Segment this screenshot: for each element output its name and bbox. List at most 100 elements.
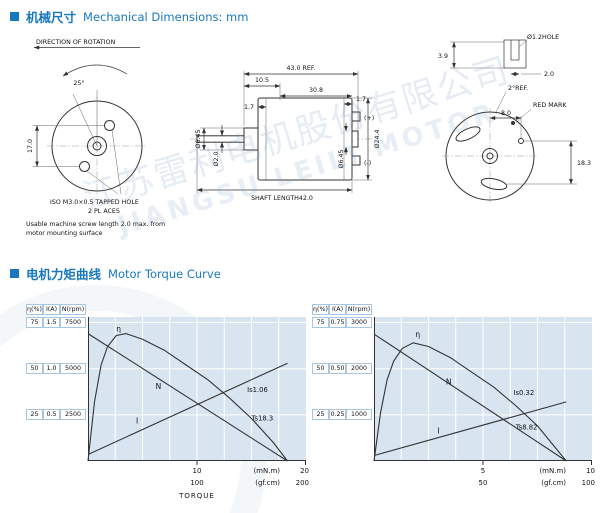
rear-view-drawing: Ø1.2HOLE 3.9 2.0 2°REF. RED MARK 8.0 [438,33,591,204]
y-tick-row: 75 0.75 3000 [312,317,372,328]
torque-chart-right: η(%) I(A) N(rpm) 75 0.75 3000 50 0.50 20… [312,299,595,507]
screw-length-note-line2: motor mounting surface [26,230,102,237]
x-ticks-mnm: 10 (mN.m) 20 [88,467,309,477]
x-unit-mnm: (mN.m) [253,467,280,475]
body-dia-dim: Ø24.4 [373,130,381,149]
y-axis-header-row: η(%) I(A) N(rpm) [26,304,86,315]
pigtail-hole-dim: Ø1.2HOLE [527,33,559,41]
tapped-hole-places-note: 2 PL ACES [88,208,120,215]
terminal-plus-label: (+) [364,115,374,122]
x-tick-mid: 100 [190,479,204,487]
shaft-length-dim: SHAFT LENGTH42.0 [251,195,313,202]
mechanical-title-cn: 机械尺寸 [26,10,77,25]
y-tick: 25 [312,409,329,420]
lip-right-dim: 1.7 [356,96,366,103]
torque-title-en: Motor Torque Curve [108,266,221,281]
x-ticks-mnm: 5 (mN.m) 10 [374,467,595,477]
terminal-minus-label: (-) [364,160,371,167]
mark-height-dim: 18.3 [577,160,591,167]
y-axis-header-eta: η(%) [26,304,43,315]
shaft-dia-dim: Ø2.0 [212,152,220,167]
mechanical-drawings: DIRECTION OF ROTATION 25° 17.0 ISO M3.0×… [26,33,591,237]
y-tick: 5000 [60,363,86,374]
section-bullet-icon [10,12,19,21]
total-length-dim: 43.0 REF. [287,65,316,72]
svg-text:η: η [415,330,420,339]
x-axis-title: TORQUE [179,492,215,500]
x-unit-gfcm: (gf.cm) [541,479,566,487]
y-tick: 25 [26,409,43,420]
x-tick-mid: 5 [480,467,486,475]
y-axis-header-row: η(%) I(A) N(rpm) [312,304,372,315]
svg-text:I: I [437,427,439,436]
torque-section-header: 电机力矩曲线 Motor Torque Curve [10,264,221,283]
mounting-hole-span-dim: 17.0 [27,139,34,153]
tapped-hole-note: ISO M3.0×0.5 TAPPED HOLE [50,199,139,206]
front-view-drawing: DIRECTION OF ROTATION 25° 17.0 ISO M3.0×… [26,39,165,237]
svg-text:I: I [136,417,138,426]
svg-text:N: N [156,382,162,391]
y-axis-header-current: I(A) [43,304,60,315]
hole-offset-dim: 8.0 [501,110,511,117]
screw-length-note-line1: Usable machine screw length 2.0 max. fro… [26,221,165,228]
y-tick: 75 [312,317,329,328]
hole-width-dim: 2.0 [544,71,554,78]
y-tick: 50 [312,363,329,374]
y-tick: 3000 [346,317,372,328]
svg-text:Ts18.3: Ts18.3 [251,415,274,423]
y-tick: 7500 [60,317,86,328]
svg-text:Is1.06: Is1.06 [247,386,268,394]
x-tick-max: 100 [581,479,595,487]
y-tick-row: 50 1.0 5000 [26,363,86,374]
red-mark-dot [511,121,515,125]
x-tick-max: 10 [586,467,595,475]
y-tick: 1.5 [43,317,60,328]
section-bullet-icon [10,269,19,278]
y-tick: 0.25 [329,409,346,420]
can-length-dim: 30.8 [309,87,323,94]
svg-text:Is0.32: Is0.32 [514,389,535,397]
svg-text:N: N [446,378,452,387]
x-tick-mid: 50 [478,479,488,487]
mechanical-section-header: 机械尺寸 Mechanical Dimensions: mm [10,7,248,26]
y-tick: 0.75 [329,317,346,328]
x-unit-mnm: (mN.m) [539,467,566,475]
x-unit-gfcm: (gf.cm) [255,479,280,487]
mechanical-title-en: Mechanical Dimensions: mm [83,9,249,24]
torque-chart-left: η(%) I(A) N(rpm) 75 1.5 7500 50 1.0 5000… [26,299,309,507]
x-tick-max: 200 [295,479,309,487]
y-tick: 0.5 [43,409,60,420]
y-tick-row: 25 0.5 2500 [26,409,86,420]
torque-title-cn: 电机力矩曲线 [26,267,102,282]
svg-text:Ts8.82: Ts8.82 [515,423,538,431]
front-boss-dia-dim: Ø6.45 [194,130,202,149]
y-tick: 0.50 [329,363,346,374]
side-view-drawing: (+) (-) 43.0 REF. 10.5 30.8 1.7 1.7 Ø6.4… [190,65,381,202]
hole-depth-dim: 3.9 [438,53,448,60]
y-tick: 1000 [346,409,372,420]
x-tick-mid: 10 [192,467,202,475]
x-ticks-gfcm: 50 (gf.cm) 100 [374,479,595,489]
y-tick-row: 50 0.50 2000 [312,363,372,374]
svg-text:η: η [116,324,121,333]
y-tick: 1.0 [43,363,60,374]
y-tick: 75 [26,317,43,328]
y-tick-row: 75 1.5 7500 [26,317,86,328]
y-axis-header-current: I(A) [329,304,346,315]
rotation-angle-dim: 25° [73,79,84,87]
x-ticks-gfcm: 100 (gf.cm) 200 [88,479,309,489]
y-tick: 2000 [346,363,372,374]
red-mark-label: RED MARK [533,102,567,109]
y-axis-header-speed: N(rpm) [60,304,86,315]
direction-of-rotation-label: DIRECTION OF ROTATION [36,39,116,46]
y-axis-header-speed: N(rpm) [346,304,372,315]
y-tick: 50 [26,363,43,374]
x-tick-max: 20 [300,467,309,475]
rear-boss-dia-dim: Ø6.45 [337,150,345,169]
lip-left-dim: 1.7 [244,104,254,111]
front-section-length-dim: 10.5 [255,77,269,84]
ref-angle-dim: 2°REF. [508,84,528,92]
